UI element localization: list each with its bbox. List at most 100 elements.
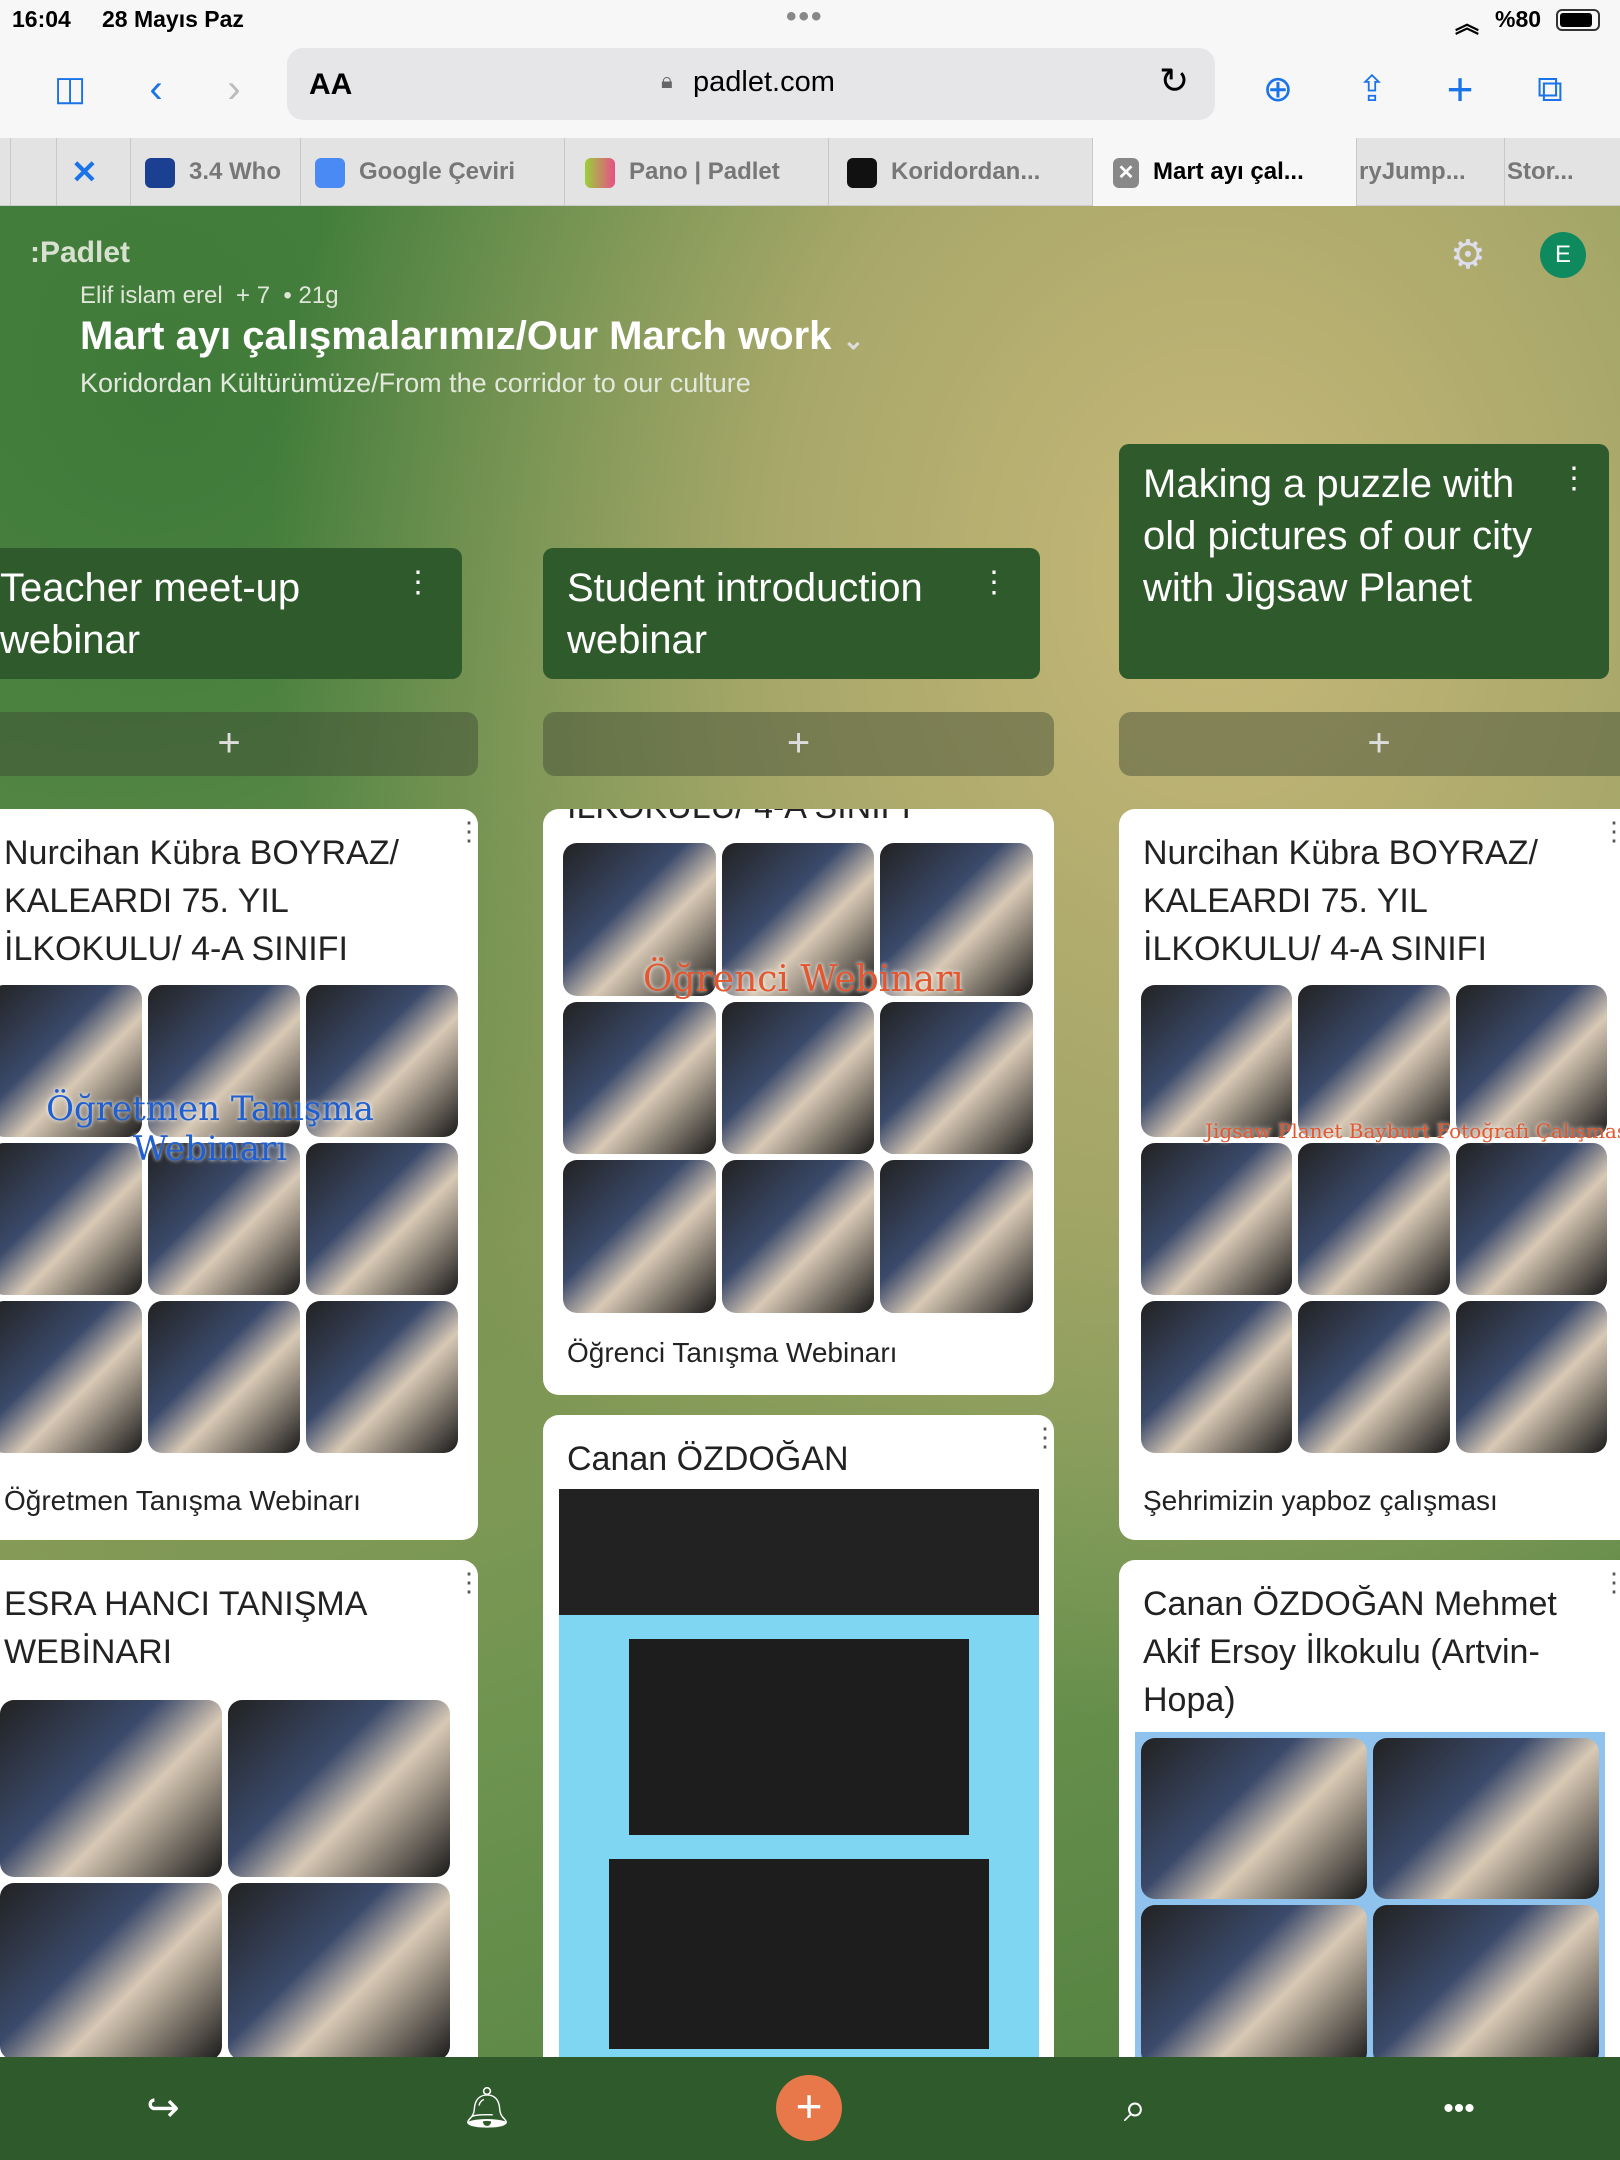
search-icon[interactable]: ⌕: [1123, 2086, 1147, 2130]
eu-flag-icon: [145, 157, 175, 188]
photo-tile: [306, 985, 458, 1137]
close-tab-icon[interactable]: ✕: [1113, 157, 1139, 188]
section-menu-icon[interactable]: ⋮: [403, 566, 433, 599]
contributors-count: + 7: [236, 282, 271, 309]
screenshot-grid: [609, 1859, 989, 2049]
post-image[interactable]: [559, 1489, 1039, 2057]
post-menu-icon[interactable]: ⋮: [1601, 1567, 1620, 1597]
section-title: Student introduction webinar: [567, 566, 923, 662]
add-post-bar[interactable]: +: [1119, 712, 1620, 776]
post-card[interactable]: İLKOKULU/ 4-A SINIFI Öğrenci Webinarı Öğ…: [543, 809, 1054, 1395]
text-size-button[interactable]: AA: [309, 68, 353, 101]
photo-tile: [1141, 1143, 1293, 1295]
translate-icon: [315, 157, 345, 188]
tab-pinned[interactable]: [10, 138, 56, 206]
new-tab-icon[interactable]: +: [1446, 63, 1474, 115]
post-image-collage[interactable]: [1135, 1732, 1605, 2057]
photo-tile: [1455, 1301, 1607, 1453]
post-menu-icon[interactable]: ⋮: [1601, 816, 1620, 846]
post-caption: Öğretmen Tanışma Webinarı: [4, 1485, 361, 1516]
tab-who[interactable]: 3.4 Who: [130, 138, 300, 206]
status-date: 28 Mayıs Paz: [102, 6, 244, 32]
add-post-bar[interactable]: +: [543, 712, 1054, 776]
author-name: Elif islam erel: [80, 282, 223, 309]
tab-mart-ayi[interactable]: ✕Mart ayı çal...: [1092, 138, 1356, 206]
photo-tile: [880, 1160, 1033, 1313]
photo-tile: [1298, 985, 1450, 1137]
photo-tile: [306, 1301, 458, 1453]
photo-tile: [1141, 1905, 1367, 2057]
board-age: • 21g: [283, 282, 339, 309]
tab-bar: ✕ 3.4 Who Google Çeviri Pano | Padlet Ko…: [0, 138, 1620, 206]
post-image-collage[interactable]: [0, 985, 458, 1453]
post-menu-icon[interactable]: ⋮: [456, 1567, 478, 1597]
board-title-text: Mart ayı çalışmalarımız/Our March work: [80, 314, 832, 358]
post-menu-icon[interactable]: ⋮: [1032, 1422, 1054, 1452]
chevron-down-icon[interactable]: ⌄: [842, 325, 865, 355]
share-icon[interactable]: ↪: [146, 2086, 180, 2130]
tab-label: Koridordan...: [891, 158, 1041, 185]
add-post-icon[interactable]: +: [776, 2075, 842, 2141]
tabs-overview-icon[interactable]: ⧉: [1537, 68, 1563, 109]
bell-icon[interactable]: 🔔︎: [461, 2086, 513, 2130]
post-card[interactable]: Nurcihan Kübra BOYRAZ/ KALEARDI 75. YIL …: [1119, 809, 1620, 1540]
section-title: Making a puzzle with old pictures of our…: [1143, 462, 1533, 610]
photo-tile: [1373, 1738, 1599, 1899]
post-title: Nurcihan Kübra BOYRAZ/ KALEARDI 75. YIL …: [1143, 834, 1538, 968]
tab-x[interactable]: ✕: [56, 138, 130, 206]
post-image-collage[interactable]: [0, 1700, 450, 2057]
tab-stor[interactable]: Stor...: [1504, 138, 1620, 206]
url-text: padlet.com: [693, 66, 835, 98]
photo-tile: [721, 1001, 875, 1155]
section-header-teacher[interactable]: Teacher meet-up webinar ⋮: [0, 548, 462, 679]
download-icon[interactable]: ⊕: [1262, 68, 1294, 109]
forward-icon[interactable]: ›: [227, 67, 241, 111]
sidebar-icon[interactable]: ◫: [53, 70, 87, 108]
photo-tile: [228, 1700, 450, 1877]
tab-google-translate[interactable]: Google Çeviri: [300, 138, 564, 206]
tab-pano-padlet[interactable]: Pano | Padlet: [564, 138, 828, 206]
post-menu-icon[interactable]: ⋮: [456, 816, 478, 846]
section-menu-icon[interactable]: ⋮: [1559, 462, 1589, 495]
photo-tile: [0, 1883, 222, 2057]
photo-tile: [1455, 1143, 1607, 1295]
photo-tile: [1455, 985, 1607, 1137]
post-image-collage[interactable]: [563, 843, 1033, 1313]
post-card[interactable]: Canan ÖZDOĞAN ⋮: [543, 1415, 1054, 2057]
post-card[interactable]: ESRA HANCI TANIŞMA WEBİNARI ⋮: [0, 1560, 478, 2057]
tab-koridordan[interactable]: Koridordan...: [828, 138, 1092, 206]
more-icon[interactable]: •••: [1443, 2092, 1475, 2125]
section-title: Teacher meet-up webinar: [0, 566, 301, 662]
tab-label: Stor...: [1507, 158, 1574, 185]
multitask-dots-icon[interactable]: •••: [786, 0, 824, 33]
board-title[interactable]: Mart ayı çalışmalarımız/Our March work ⌄: [80, 314, 864, 359]
padlet-logo[interactable]: :Padlet: [30, 236, 131, 269]
image-overlay-text: Öğrenci Webinarı: [643, 959, 964, 1000]
photo-tile: [1298, 1143, 1450, 1295]
photo-tile: [1298, 1301, 1450, 1453]
avatar[interactable]: E: [1540, 232, 1586, 278]
tab-ryjump[interactable]: ryJump...: [1356, 138, 1504, 206]
section-menu-icon[interactable]: ⋮: [979, 566, 1009, 599]
post-image-collage[interactable]: [1141, 985, 1607, 1453]
settings-gear-icon[interactable]: ⚙: [1450, 233, 1486, 277]
photo-tile: [721, 843, 875, 996]
address-bar[interactable]: AA 🔒︎ padlet.com ↻: [287, 48, 1215, 120]
image-overlay-text: Jigsaw Planet Bayburt Fotoğrafı Çalışmas…: [1205, 1119, 1620, 1143]
photo-tile: [563, 1001, 716, 1155]
section-header-puzzle[interactable]: Making a puzzle with old pictures of our…: [1119, 444, 1609, 679]
post-title: İLKOKULU/ 4-A SINIFI: [567, 809, 1014, 831]
padlet-board: :Padlet Elif islam erel + 7 • 21g Mart a…: [0, 206, 1620, 2057]
status-bar: 16:04 28 Mayıs Paz ••• ︽ %80: [0, 0, 1620, 40]
post-card[interactable]: Nurcihan Kübra BOYRAZ/ KALEARDI 75. YIL …: [0, 809, 478, 1540]
photo-tile: [0, 1301, 142, 1453]
photo-tile: [880, 843, 1033, 996]
photo-tile: [148, 1143, 300, 1295]
post-card[interactable]: Canan ÖZDOĞAN Mehmet Akif Ersoy İlkokulu…: [1119, 1560, 1620, 2057]
add-post-bar[interactable]: +: [0, 712, 478, 776]
share-icon[interactable]: ⇪: [1356, 68, 1388, 109]
section-header-student[interactable]: Student introduction webinar ⋮: [543, 548, 1040, 679]
board-subtitle: Koridordan Kültürümüze/From the corridor…: [80, 368, 751, 398]
reload-icon[interactable]: ↻: [1159, 60, 1190, 101]
back-icon[interactable]: ‹: [149, 67, 163, 111]
